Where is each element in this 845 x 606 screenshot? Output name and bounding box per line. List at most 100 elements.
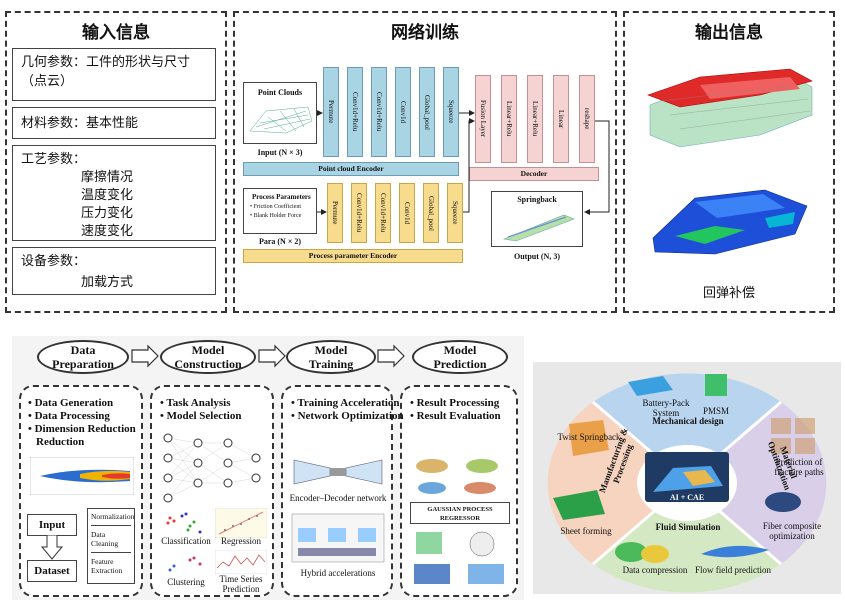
geometry-box: 几何参数：工件的形状与尺寸（点云） <box>12 48 216 101</box>
hybrid-label: Hybrid accelerations <box>300 568 376 578</box>
decoder-layer: reshape <box>579 75 595 163</box>
param-encoder-layer: Global_pool <box>423 183 439 243</box>
point-cloud-icon <box>249 106 313 134</box>
construct-items: • Task Analysis • Model Selection <box>160 397 242 422</box>
point-encoder-layer: Conv1d+Relu <box>371 67 387 157</box>
prediction-surfaces-image <box>416 459 498 494</box>
prediction-items: • Result Processing • Result Evaluation <box>410 397 501 422</box>
prep-step: Normalization <box>91 512 134 526</box>
stage-model-construction: Model Construction <box>160 340 256 374</box>
sector-material <box>687 402 827 564</box>
ai-cae-wheel <box>547 373 827 593</box>
wheel-item-twist: Twist Springback <box>557 432 621 442</box>
compensation-image <box>652 189 808 255</box>
wheel-item-sheet: Sheet forming <box>560 526 612 536</box>
input-info-panel <box>5 11 227 313</box>
wheel-item-battery: Battery-Pack System <box>642 398 690 418</box>
stage-arrows <box>131 344 405 368</box>
point-encoder-layer: Squeeze <box>443 67 459 157</box>
wheel-item-flow: Flow field prediction <box>695 565 771 575</box>
wheel-item-fiber: Fiber composite optimization <box>762 521 822 541</box>
clustering-thumbnail <box>168 556 202 572</box>
hybrid-acceleration-diagram <box>291 513 385 563</box>
decoder-layer: Linear+Relu <box>501 75 517 163</box>
regression-thumbnail <box>215 508 267 538</box>
output-label: Output (N, 3) <box>513 252 560 261</box>
network-panel <box>233 11 617 313</box>
stage-model-training: Model Training <box>286 340 376 374</box>
point-clouds-label: Point Clouds <box>257 88 303 97</box>
point-encoder-layer: Global_pool <box>419 67 435 157</box>
process-params-box: Process Parameters • Friction Coefficien… <box>243 188 317 234</box>
time-series-label: Time Series Prediction <box>219 574 263 594</box>
params-title: Process Parameters <box>252 193 311 201</box>
equipment-box: 设备参数： 加载方式 <box>12 247 216 295</box>
point-encoder-layer: Permute <box>323 67 339 157</box>
process-item: 温度变化 <box>81 188 134 203</box>
neural-network-diagram <box>163 433 261 503</box>
param-encoder-bar: Process parameter Encoder <box>243 249 463 263</box>
param-encoder-layer: Conv1d+Relu <box>375 183 391 243</box>
params-item: • Blank Holder Force <box>250 213 302 219</box>
springback-icon <box>502 214 575 242</box>
equipment-item: 加载方式 <box>81 275 134 290</box>
gpr-box: GAUSSIAN PROCESS REGRESSOR <box>410 502 510 524</box>
params-item: • Friction Coefficient <box>250 204 301 210</box>
decoder-layer: Linear+Relu <box>527 75 543 163</box>
prep-items: • Data Generation • Data Processing • Di… <box>28 397 136 448</box>
decoder-layer: Fusion Layer <box>475 75 491 163</box>
classification-label: Classification <box>161 536 211 546</box>
time-series-thumbnail <box>215 550 267 574</box>
down-arrow-icon <box>40 535 64 560</box>
sector-mechanical-label: Mechanical design <box>652 416 724 426</box>
point-cloud-box: Point Clouds <box>243 82 317 144</box>
classification-thumbnail <box>166 512 202 534</box>
encoder-decoder-label: Encoder–Decoder network <box>289 493 387 503</box>
input-label: Input (N × 3) <box>257 148 303 157</box>
velocity-fields-image <box>414 531 504 584</box>
decoder-layer: Linear <box>553 75 569 163</box>
output-info-panel <box>623 11 835 313</box>
prep-step: Feature Extraction <box>91 557 123 575</box>
point-encoder-bar: Point cloud Encoder <box>243 162 459 176</box>
process-title: 工艺参数： <box>21 152 87 167</box>
network-arrows <box>317 110 610 215</box>
wheel-item-compression: Data compression <box>622 565 688 575</box>
encoder-decoder-diagram <box>293 459 383 485</box>
stage-model-prediction: Model Prediction <box>412 340 508 374</box>
clustering-label: Clustering <box>167 577 205 587</box>
network-title: 网络训练 <box>391 23 459 43</box>
regression-label: Regression <box>221 536 261 546</box>
param-encoder-layer: Permute <box>327 183 343 243</box>
process-item: 压力变化 <box>81 206 134 221</box>
training-items: • Training Acceleration • Network Optimi… <box>291 397 404 422</box>
springback-label: Springback <box>517 195 557 204</box>
springback-compare-image <box>647 68 813 148</box>
prediction-column <box>400 385 518 597</box>
param-encoder-layer: Conv1d <box>399 183 415 243</box>
param-encoder-layer: Squeeze <box>447 183 463 243</box>
geometry-text: 几何参数：工件的形状与尺寸（点云） <box>21 55 191 89</box>
point-encoder-layer: Conv1d+Relu <box>347 67 363 157</box>
decoder-bar: Decoder <box>469 167 599 181</box>
wheel-item-pmsm: PMSM <box>702 406 729 416</box>
process-item: 速度变化 <box>81 224 134 239</box>
para-label: Para (N × 2) <box>258 237 302 246</box>
output-caption: 回弹补偿 <box>702 286 755 301</box>
sector-fluid <box>593 483 781 593</box>
prep-dataset-box[interactable]: Dataset <box>27 560 77 582</box>
wheel-item-fracture: Prediction of fracture paths <box>774 457 824 477</box>
process-box: 工艺参数： 摩擦情况 温度变化 压力变化 速度变化 <box>12 145 216 241</box>
springback-box: Springback <box>491 191 583 247</box>
material-text: 材料参数：基本性能 <box>21 116 139 131</box>
heatmap-thumbnail <box>30 457 134 495</box>
wheel-center-label: AI + CAE <box>665 493 709 502</box>
sector-mechanical <box>593 373 781 483</box>
prep-step: Data Cleaning <box>91 530 131 553</box>
prep-input-box[interactable]: Input <box>27 514 77 536</box>
param-encoder-layer: Conv1d+Relu <box>351 183 367 243</box>
material-box: 材料参数：基本性能 <box>12 107 216 139</box>
sector-fluid-label: Fluid Simulation <box>655 522 721 532</box>
input-info-title: 输入信息 <box>82 23 150 43</box>
equipment-title: 设备参数： <box>21 254 87 269</box>
